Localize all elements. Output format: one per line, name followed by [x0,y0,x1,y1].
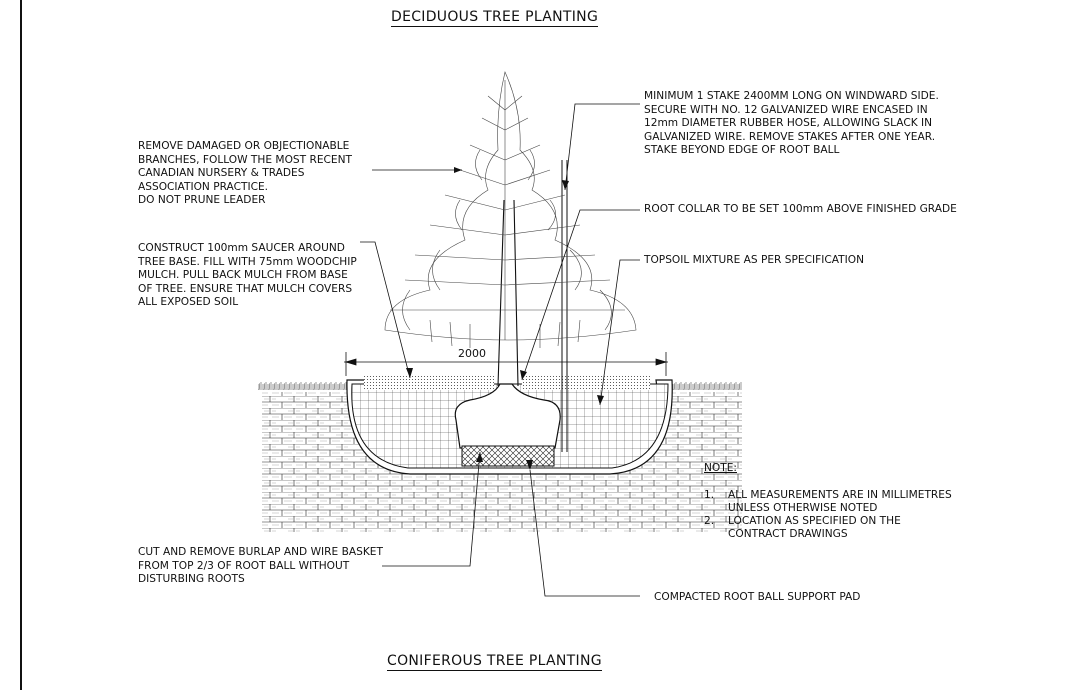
callout-burlap: CUT AND REMOVE BURLAP AND WIRE BASKET FR… [138,546,383,585]
dimension-label: 2000 [458,347,486,360]
support-pad [461,445,555,467]
note-text: LOCATION AS SPECIFIED ON THE CONTRACT DR… [728,515,901,540]
general-notes: NOTE: 1. ALL MEASUREMENTS ARE IN MILLIME… [704,462,952,541]
title-coniferous: CONIFEROUS TREE PLANTING [387,653,602,671]
note-text: ALL MEASUREMENTS ARE IN MILLIMETRES UNLE… [728,489,952,514]
root-ball [454,383,561,449]
title-deciduous: DECIDUOUS TREE PLANTING [391,9,599,27]
note-item: 2. LOCATION AS SPECIFIED ON THE CONTRACT… [704,515,952,541]
mulch-right [522,376,650,390]
note-number: 1. [704,489,715,501]
callout-support-pad: COMPACTED ROOT BALL SUPPORT PAD [654,591,861,603]
note-item: 1. ALL MEASUREMENTS ARE IN MILLIMETRES U… [704,489,952,515]
conifer-tree [384,71,637,348]
mulch-left [364,376,494,390]
callout-root-collar: ROOT COLLAR TO BE SET 100mm ABOVE FINISH… [644,203,957,215]
leader-arrowheads [406,167,604,470]
drawing-border-line [20,0,22,690]
dimension-line [344,352,668,376]
notes-heading: NOTE: [704,462,737,474]
tree-trunk [497,199,519,387]
note-number: 2. [704,515,715,527]
leader-lines [360,103,640,597]
callout-prune: REMOVE DAMAGED OR OBJECTIONABLE BRANCHES… [138,140,353,206]
callout-saucer: CONSTRUCT 100mm SAUCER AROUND TREE BASE.… [138,242,357,308]
callout-stake: MINIMUM 1 STAKE 2400MM LONG ON WINDWARD … [644,90,939,156]
callout-topsoil: TOPSOIL MIXTURE AS PER SPECIFICATION [644,254,865,266]
tree-stake [561,160,568,452]
